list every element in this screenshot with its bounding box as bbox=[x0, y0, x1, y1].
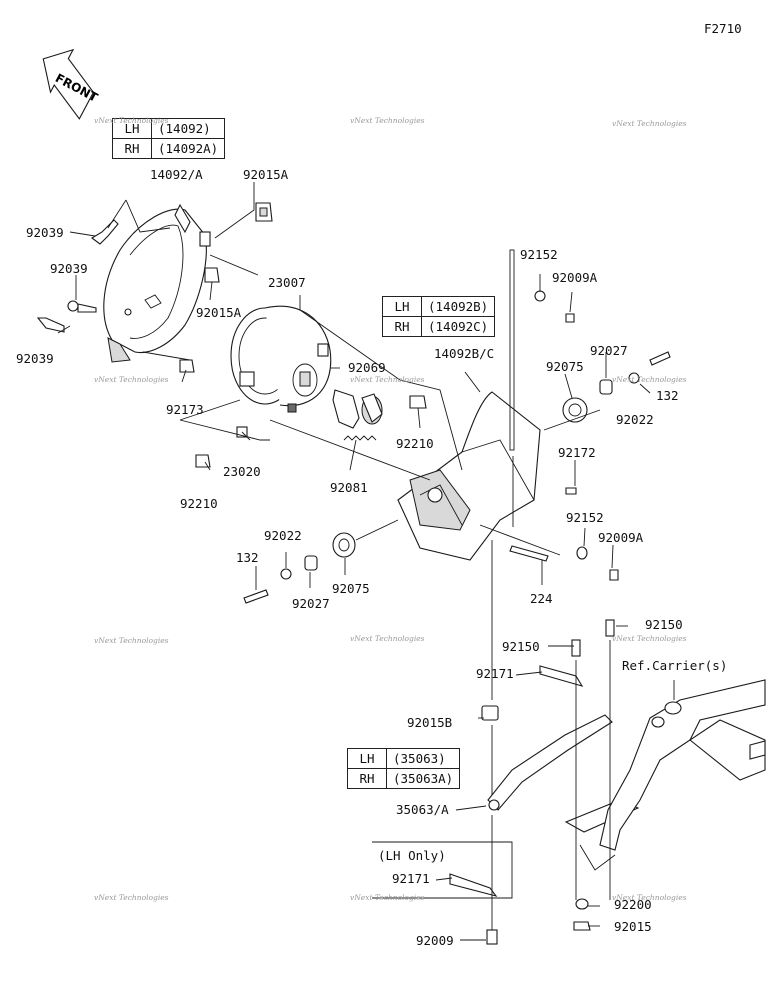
label-92022-left: 92022 bbox=[264, 528, 302, 543]
label-92200: 92200 bbox=[614, 897, 652, 912]
table-cell-part: (14092B) bbox=[420, 296, 496, 317]
label-92027-left: 92027 bbox=[292, 596, 330, 611]
label-92172: 92172 bbox=[558, 445, 596, 460]
housing-side-table: LH (14092) RH (14092A) bbox=[112, 118, 226, 159]
watermark: vNext Technologies bbox=[94, 893, 169, 902]
table-cell-part: (35063A) bbox=[385, 768, 461, 789]
headlight-housing-part bbox=[103, 203, 211, 363]
label-132-left: 132 bbox=[236, 550, 259, 565]
watermark: vNext Technologies bbox=[350, 634, 425, 643]
table-cell-part: (35063) bbox=[385, 748, 461, 769]
table-cell-part: (14092A) bbox=[150, 138, 226, 159]
table-cell-side: RH bbox=[347, 768, 387, 789]
table-cell-side: LH bbox=[347, 748, 387, 769]
table-row: LH (35063) bbox=[347, 748, 461, 769]
label-92210-right: 92210 bbox=[396, 436, 434, 451]
label-14092b-c: 14092B/C bbox=[434, 346, 495, 361]
watermark: vNext Technologies bbox=[612, 375, 687, 384]
mounting-bracket-part bbox=[449, 619, 640, 945]
table-row: RH (35063A) bbox=[347, 768, 461, 789]
label-92027-top: 92027 bbox=[590, 343, 628, 358]
watermark: vNext Technologies bbox=[350, 375, 425, 384]
label-92075-top: 92075 bbox=[546, 359, 584, 374]
label-132-right: 132 bbox=[656, 388, 679, 403]
watermark: vNext Technologies bbox=[94, 116, 169, 125]
label-92015a-top: 92015A bbox=[243, 167, 289, 182]
table-cell-side: RH bbox=[112, 138, 152, 159]
label-92150-b: 92150 bbox=[502, 639, 540, 654]
table-cell-part: (14092C) bbox=[420, 316, 496, 337]
label-92015: 92015 bbox=[614, 919, 652, 934]
watermark: vNext Technologies bbox=[94, 375, 169, 384]
table-row: RH (14092C) bbox=[382, 316, 496, 337]
label-lh-only: (LH Only) bbox=[378, 848, 446, 863]
headlight-unit-part bbox=[230, 305, 332, 413]
label-92009a-top: 92009A bbox=[552, 270, 598, 285]
table-cell-side: LH bbox=[382, 296, 422, 317]
table-row: RH (14092A) bbox=[112, 138, 226, 159]
label-92015b: 92015B bbox=[407, 715, 453, 730]
label-92150-a: 92150 bbox=[645, 617, 683, 632]
label-224: 224 bbox=[530, 591, 553, 606]
watermark: vNext Technologies bbox=[350, 893, 425, 902]
label-92039-1: 92039 bbox=[26, 225, 64, 240]
label-92009a-mid: 92009A bbox=[598, 530, 644, 545]
label-92039-2: 92039 bbox=[50, 261, 88, 276]
label-92171-top: 92171 bbox=[476, 666, 514, 681]
label-92152-mid: 92152 bbox=[566, 510, 604, 525]
label-23007: 23007 bbox=[268, 275, 306, 290]
label-92022-right: 92022 bbox=[616, 412, 654, 427]
label-92069: 92069 bbox=[348, 360, 386, 375]
watermark: vNext Technologies bbox=[612, 634, 687, 643]
figure-code: F2710 bbox=[704, 21, 742, 36]
front-arrow-icon: FRONT bbox=[42, 48, 101, 120]
label-92009: 92009 bbox=[416, 933, 454, 948]
label-35063-a: 35063/A bbox=[396, 802, 449, 817]
watermark: vNext Technologies bbox=[350, 116, 425, 125]
carrier-frame-part bbox=[599, 679, 766, 851]
watermark: vNext Technologies bbox=[612, 119, 687, 128]
label-92039-3: 92039 bbox=[16, 351, 54, 366]
table-row: LH (14092B) bbox=[382, 296, 496, 317]
label-92171-bottom: 92171 bbox=[392, 871, 430, 886]
label-92015a-mid: 92015A bbox=[196, 305, 242, 320]
cover-side-table: LH (14092B) RH (14092C) bbox=[382, 296, 496, 337]
watermark: vNext Technologies bbox=[94, 636, 169, 645]
bracket-side-table: LH (35063) RH (35063A) bbox=[347, 748, 461, 789]
label-92173: 92173 bbox=[166, 402, 204, 417]
bulb-socket-part bbox=[332, 389, 383, 429]
table-cell-side: RH bbox=[382, 316, 422, 337]
label-ref-carrier: Ref.Carrier(s) bbox=[622, 658, 728, 673]
label-23020: 23020 bbox=[223, 464, 261, 479]
watermark: vNext Technologies bbox=[612, 893, 687, 902]
headlight-cover-part bbox=[397, 249, 541, 561]
label-92152-top: 92152 bbox=[520, 247, 558, 262]
table-row: LH (14092) bbox=[112, 118, 226, 139]
leader-lines bbox=[57, 182, 675, 941]
label-92210-left: 92210 bbox=[180, 496, 218, 511]
label-92075-left: 92075 bbox=[332, 581, 370, 596]
label-92081: 92081 bbox=[330, 480, 368, 495]
label-14092-a: 14092/A bbox=[150, 167, 203, 182]
